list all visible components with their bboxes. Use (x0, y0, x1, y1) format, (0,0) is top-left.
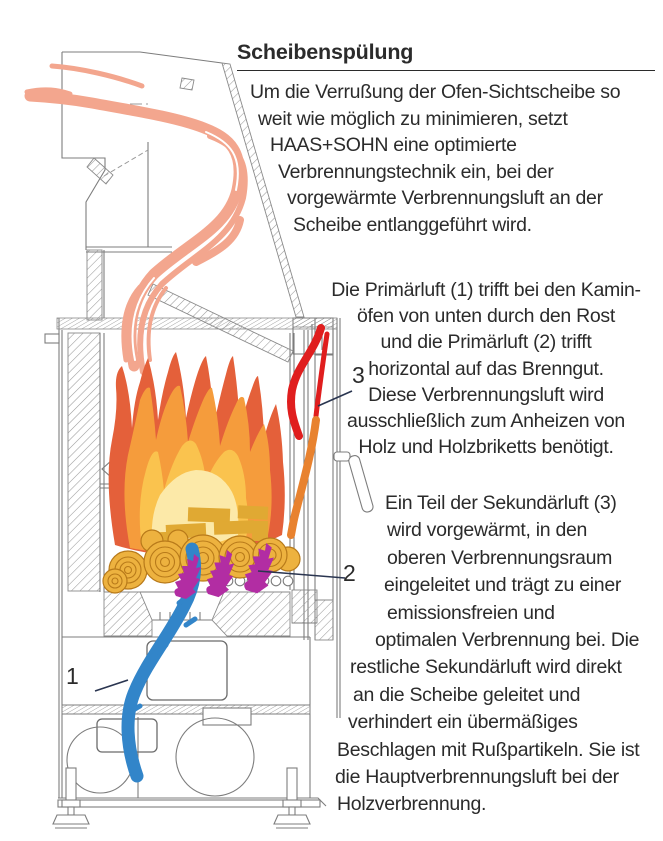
text-line: und die Primärluft (2) trifft (380, 331, 592, 354)
text-line: Holzverbrennung. (337, 793, 487, 816)
text-line: HAAS+SOHN eine optimierte (270, 134, 517, 156)
text-line: Scheibe entlanggeführt wird. (293, 213, 532, 236)
label-primary-air-2: 2 (343, 560, 356, 586)
adjustable-foot-left (52, 767, 90, 829)
leader-lines (94, 390, 353, 692)
text-line: Um die Verrußung der Ofen-Sichtscheibe s… (250, 81, 621, 103)
text-line: emissionsfreien und (387, 601, 555, 624)
smoke-stream (24, 63, 248, 375)
text-line: Ein Teil der Sekundärluft (3) (385, 492, 617, 514)
text-line: Holz und Holzbriketts benötigt. (358, 436, 614, 459)
text-line: ausschließlich zum Anheizen von (347, 410, 625, 433)
label-secondary-air-3: 3 (352, 362, 365, 388)
text-line: Beschlagen mit Rußpartikeln. Sie ist (337, 738, 640, 761)
door-handle (333, 451, 374, 513)
text-line: weit wie möglich zu minimieren, setzt (258, 107, 568, 130)
text-line: Diese Verbrennungsluft wird (368, 383, 604, 406)
text-line: die Hauptverbrennungsluft bei der (335, 766, 619, 789)
firebox-floor-and-base (52, 575, 327, 829)
text-line: an die Scheibe geleitet und (353, 683, 581, 706)
flue-pipe (61, 51, 305, 321)
text-line: verhindert ein übermäßiges (348, 711, 578, 734)
text-line: Verbrennungstechnik ein, bei der (278, 160, 554, 183)
text-line: horizontal auf das Brenngut. (368, 357, 604, 380)
adjustable-foot-right (273, 767, 311, 829)
text-line: oberen Verbrennungsraum (387, 546, 613, 569)
text-line: eingeleitet und trägt zu einer (384, 574, 622, 597)
paragraph-secondary-air: Ein Teil der Sekundärluft (3) wird vorge… (335, 490, 661, 819)
text-line: öfen von unten durch den Rost (357, 305, 615, 328)
text-line: restliche Sekundärluft wird direkt (350, 656, 622, 679)
text-line: optimalen Verbrennung bei. Die (375, 629, 640, 652)
paragraph-primary-air: Die Primärluft (1) trifft bei den Kamin-… (320, 277, 652, 460)
stove-cross-section-diagram (24, 51, 374, 829)
text-line: Die Primärluft (1) trifft bei den Kamin- (331, 279, 641, 301)
door-and-glass (289, 317, 374, 718)
label-primary-air-1: 1 (66, 663, 79, 689)
baffle-plate (147, 283, 294, 363)
page-title: Scheibenspülung (237, 40, 655, 71)
secondary-air-3-stream (286, 324, 330, 539)
paragraph-intro: Um die Verrußung der Ofen-Sichtscheibe s… (247, 79, 659, 238)
text-line: vorgewärmte Verbrennungsluft an der (287, 187, 603, 209)
text-line: wird vorgewärmt, in den (387, 519, 588, 542)
